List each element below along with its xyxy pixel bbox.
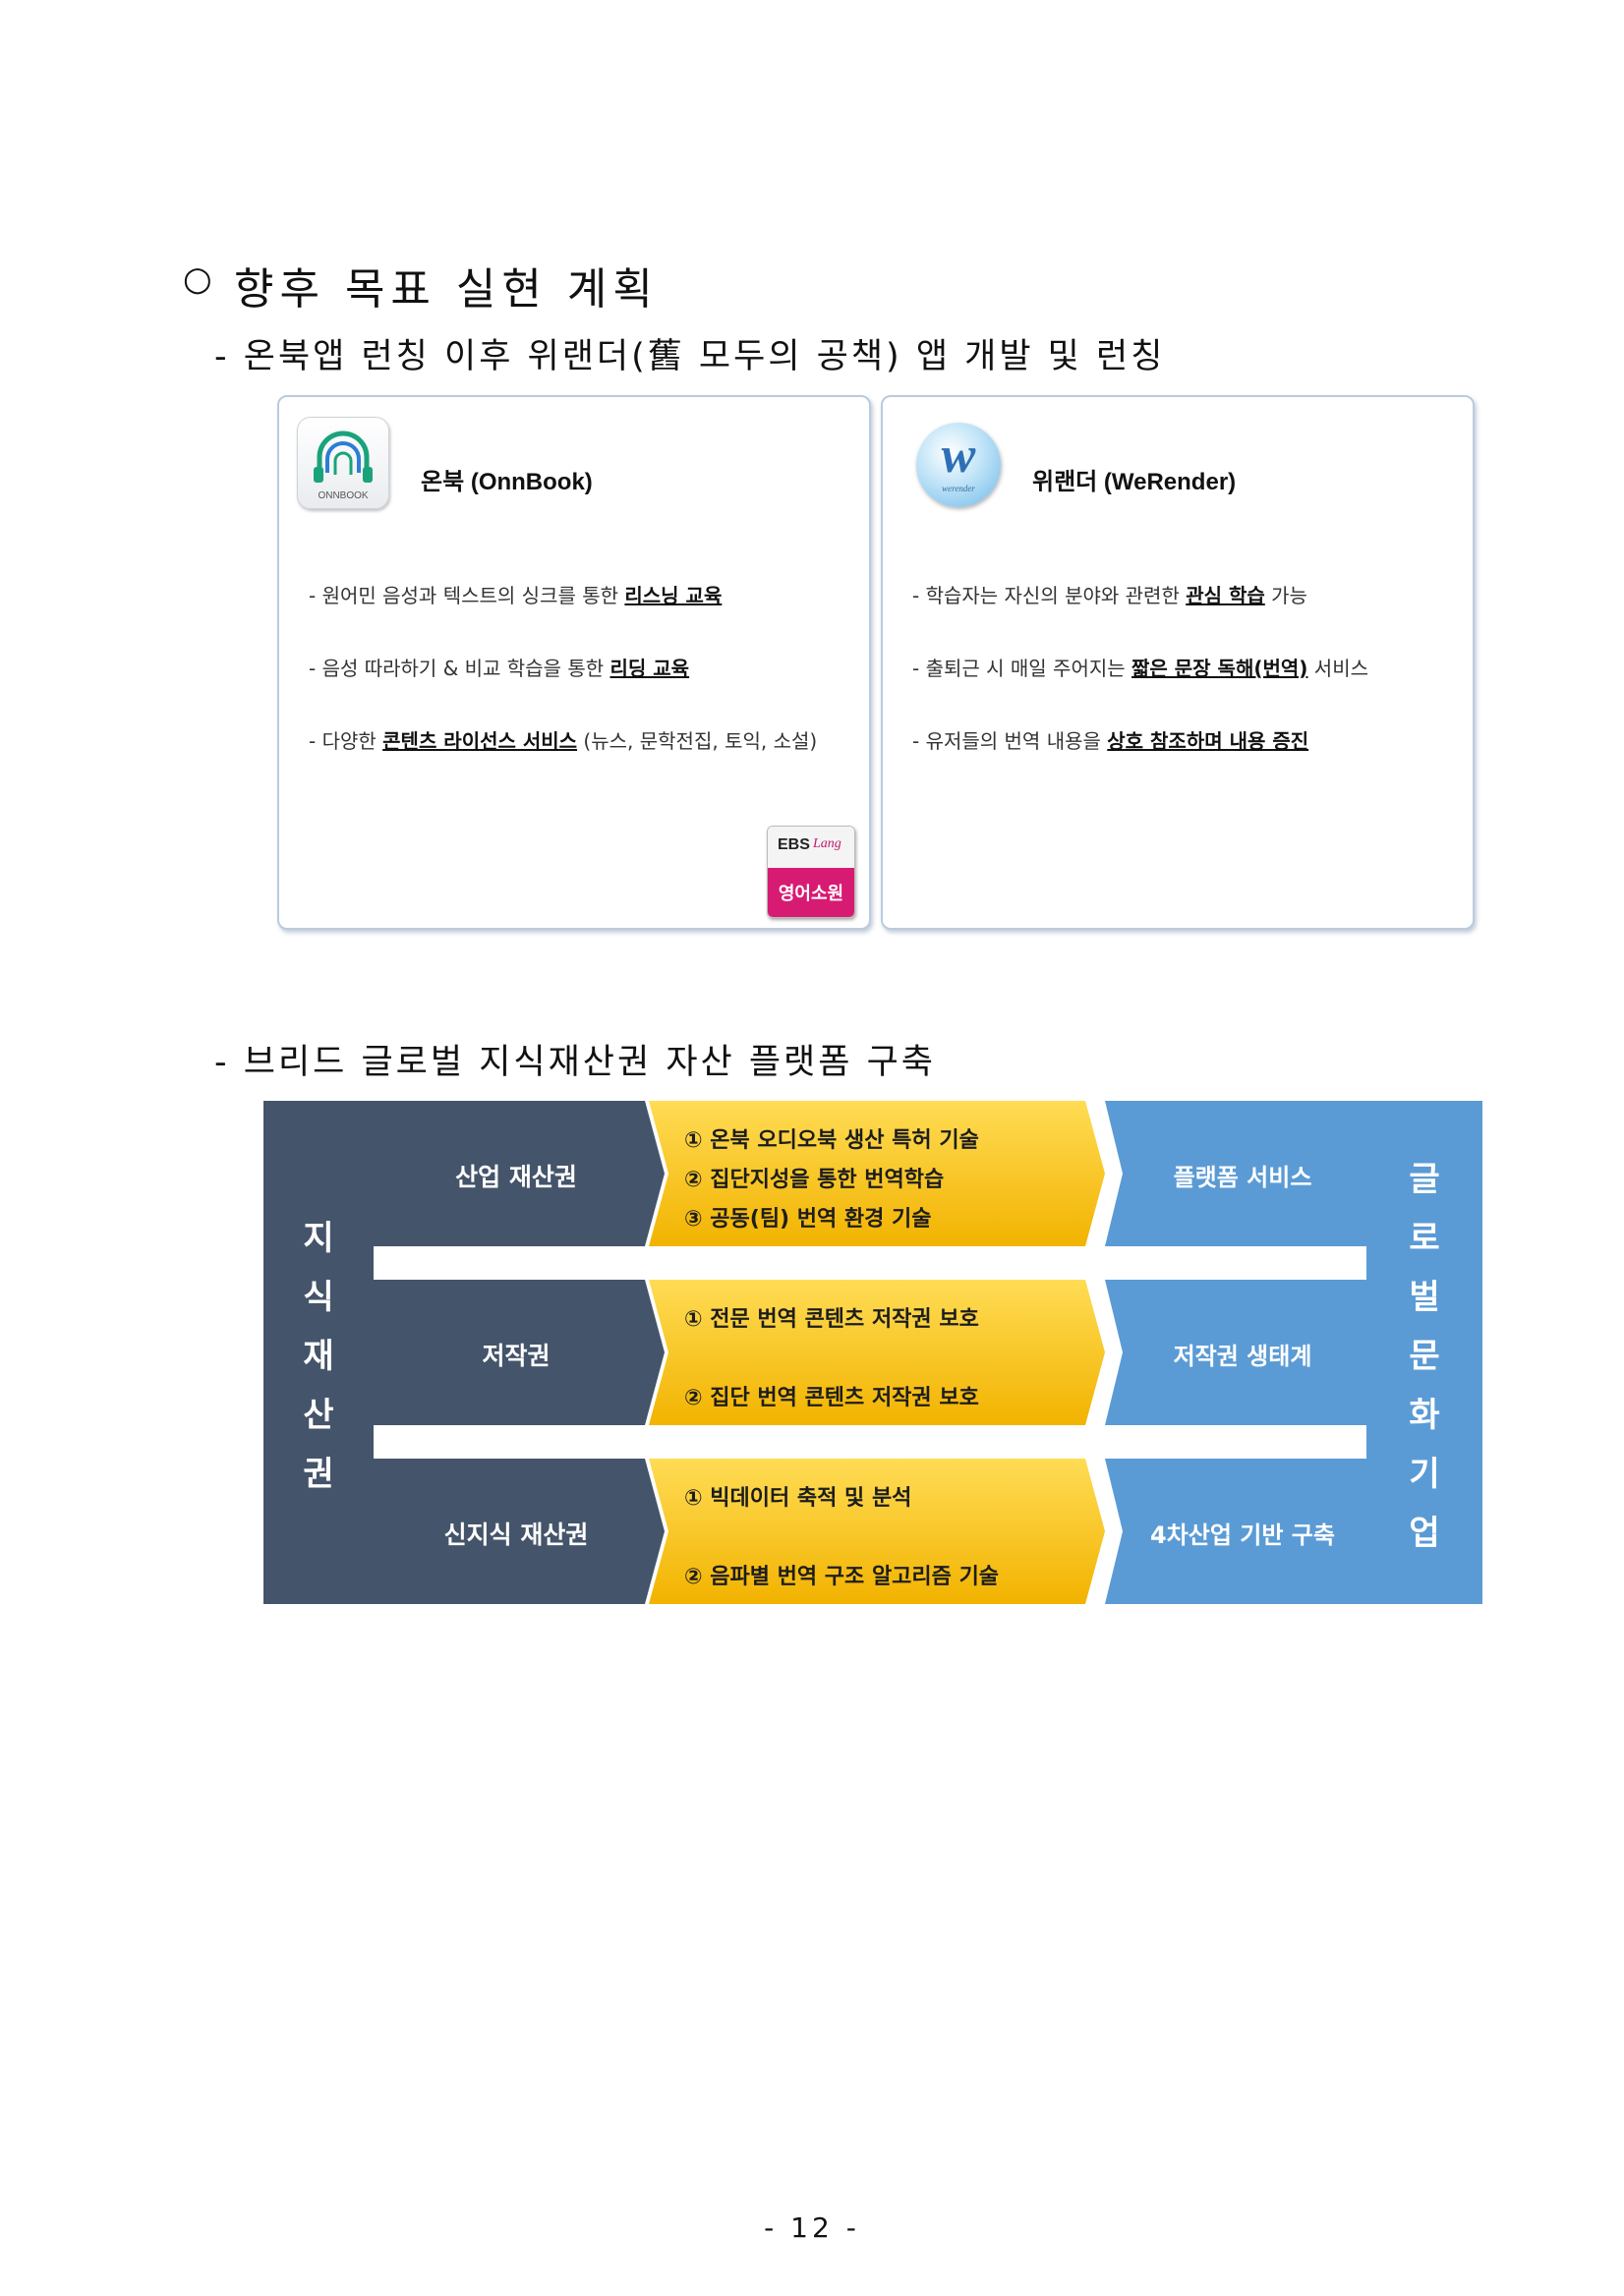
ebs-badge: EBS Lang 영어소원: [767, 826, 855, 918]
yellow-chevron-3: [649, 1459, 1105, 1604]
ebs-badge-top: EBS: [778, 836, 810, 853]
row1-category: 산업 재산권: [455, 1163, 577, 1191]
section1-subtitle: - 온북앱 런칭 이후 위랜더(舊 모두의 공책) 앱 개발 및 런칭: [214, 337, 1166, 376]
werender-title: 위랜더 (WeRender): [1032, 469, 1237, 495]
row1-item-3: ③ 공동(팀) 번역 환경 기술: [684, 1207, 932, 1232]
diagram-shapes: [263, 1101, 1482, 1604]
onnbook-app-icon: ONNBOOK: [297, 417, 389, 509]
row3-item-2: ② 음파별 번역 구조 알고리즘 기술: [684, 1565, 1000, 1589]
werender-logo-small: werender: [942, 484, 975, 493]
right-bar: [1366, 1101, 1482, 1604]
right-vertical-label: 글 로 벌 문 화 기 업: [1409, 1160, 1440, 1553]
onnbook-item-2: - 음성 따라하기 & 비교 학습을 통한 리딩 교육: [309, 657, 690, 680]
werender-item-2: - 출퇴근 시 매일 주어지는 짧은 문장 독해(번역) 서비스: [912, 657, 1368, 680]
onnbook-item-2-highlight: 리딩 교육: [609, 657, 690, 680]
page-title: 향후 목표 실현 계획: [234, 264, 659, 315]
onnbook-item-3-highlight: 콘텐츠 라이선스 서비스: [382, 729, 578, 753]
onnbook-item-1: - 원어민 음성과 텍스트의 싱크를 통한 리스닝 교육: [309, 584, 723, 607]
werender-item-2-highlight: 짧은 문장 독해(번역): [1131, 657, 1308, 680]
row2-category: 저작권: [482, 1342, 551, 1370]
werender-item-3-highlight: 상호 참조하며 내용 증진: [1107, 729, 1309, 753]
row1-result: 플랫폼 서비스: [1173, 1164, 1312, 1191]
page-number: - 12 -: [764, 2211, 860, 2244]
dark-arrow-1: [374, 1101, 665, 1246]
werender-item-1: - 학습자는 자신의 분야와 관련한 관심 학습 가능: [912, 584, 1307, 607]
blue-arrow-2: [1105, 1280, 1366, 1425]
section2-subtitle: - 브리드 글로벌 지식재산권 자산 플랫폼 구축: [214, 1043, 936, 1082]
headphones-icon: [314, 430, 373, 483]
row3-item-1: ① 빅데이터 축적 및 분석: [684, 1486, 912, 1511]
yellow-chevron-1: [649, 1101, 1105, 1246]
row1-item-1: ① 온북 오디오북 생산 특허 기술: [684, 1128, 979, 1153]
ebs-badge-script: Lang: [813, 836, 841, 851]
row1-item-2: ② 집단지성을 통한 번역학습: [684, 1168, 945, 1192]
werender-logo-letter: w: [941, 428, 976, 484]
werender-item-1-highlight: 관심 학습: [1186, 584, 1265, 607]
dark-arrow-3: [374, 1459, 665, 1604]
onnbook-item-1-highlight: 리스닝 교육: [624, 584, 723, 607]
ip-platform-diagram: 지 식 재 산 권 글 로 벌 문 화 기 업 산업 재산권 ① 온북 오디오북…: [263, 1101, 1482, 1604]
row2-result: 저작권 생태계: [1173, 1343, 1312, 1370]
yellow-chevron-2: [649, 1280, 1105, 1425]
dark-arrow-2: [374, 1280, 665, 1425]
ebs-badge-bottom: 영어소원: [778, 884, 844, 904]
onnbook-card: ONNBOOK 온북 (OnnBook) - 원어민 음성과 텍스트의 싱크를 …: [277, 395, 871, 930]
onnbook-item-3: - 다양한 콘텐츠 라이선스 서비스 (뉴스, 문학전집, 토익, 소설): [309, 729, 818, 753]
werender-item-3: - 유저들의 번역 내용을 상호 참조하며 내용 증진: [912, 729, 1309, 753]
row3-result: 4차산업 기반 구축: [1150, 1521, 1335, 1549]
werender-card: w werender 위랜더 (WeRender) - 학습자는 자신의 분야와…: [881, 395, 1475, 930]
blue-arrow-3: [1105, 1459, 1366, 1604]
row2-item-2: ② 집단 번역 콘텐츠 저작권 보호: [684, 1386, 979, 1410]
row2-item-1: ① 전문 번역 콘텐츠 저작권 보호: [684, 1307, 979, 1332]
heading-bullet: ○: [183, 259, 212, 299]
werender-logo: w werender: [916, 423, 1001, 507]
left-vertical-label: 지 식 재 산 권: [303, 1219, 334, 1494]
blue-arrow-1: [1105, 1101, 1366, 1246]
left-bar: [263, 1101, 374, 1604]
onnbook-title: 온북 (OnnBook): [421, 469, 593, 495]
onnbook-icon-label: ONNBOOK: [318, 490, 369, 501]
row3-category: 신지식 재산권: [443, 1521, 589, 1549]
